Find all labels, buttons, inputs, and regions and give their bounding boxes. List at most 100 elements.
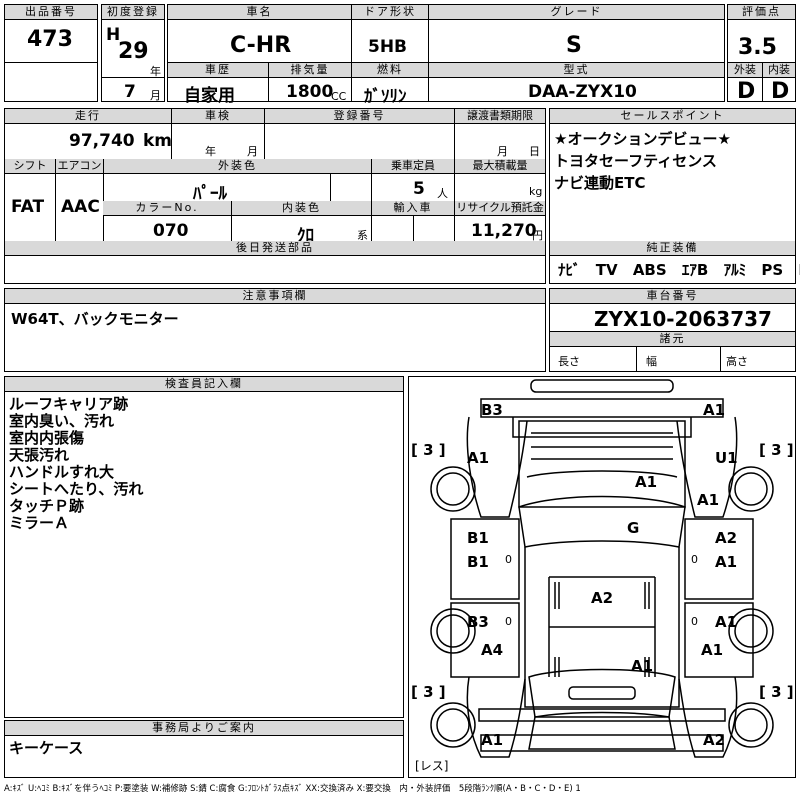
door-type: 5HB xyxy=(368,37,408,57)
displacement-label: 排気量 xyxy=(268,63,351,78)
interior-score: D xyxy=(771,79,790,104)
caution-label: 注意事項欄 xyxy=(5,289,545,304)
history-label: 車歴 xyxy=(168,63,268,78)
damage-mark: A1 xyxy=(715,553,738,571)
reg-year: 29 xyxy=(118,39,149,64)
caution-box: 注意事項欄 W64T、バックモニター xyxy=(4,288,546,372)
ext-color-label: 外装色 xyxy=(103,159,371,174)
damage-mark: A1 xyxy=(701,641,724,659)
interior-label: 内装 xyxy=(762,63,795,78)
inspector-note: ミラーＡ xyxy=(9,514,70,532)
displacement-unit: CC xyxy=(331,90,347,103)
equipment-item: TV xyxy=(595,261,618,279)
damage-mark: A1 xyxy=(715,613,738,631)
spec-box: 走行 車検 登録番号 譲渡書類期限 97,740 km 年 月 月 日 シフト … xyxy=(4,108,546,284)
damage-mark: B3 xyxy=(481,401,503,419)
car-name-label: 車名 xyxy=(168,5,351,20)
office-text: キーケース xyxy=(9,739,84,757)
inspector-label: 検査員記入欄 xyxy=(5,377,403,392)
spare-tire-note: [レス] xyxy=(415,759,449,773)
mileage-unit: km xyxy=(143,131,173,151)
int-color-unit: 系 xyxy=(357,229,368,242)
car-history: 自家用 xyxy=(184,86,235,106)
chassis-number: ZYX10-2063737 xyxy=(594,307,772,331)
spec-label: 諸元 xyxy=(550,332,795,347)
mileage: 97,740 xyxy=(69,131,135,151)
lot-number: 473 xyxy=(27,27,73,52)
reg-month: 7 xyxy=(124,82,136,102)
equipment-item: PS xyxy=(761,261,784,279)
handle-mark: 0 xyxy=(691,615,698,628)
first-registration-box: 初度登録 H 29 年 7 月 xyxy=(101,4,165,102)
door-label: ドア形状 xyxy=(351,5,428,20)
recycle-label: リサイクル預託金 xyxy=(454,201,545,216)
recycle-unit: 円 xyxy=(532,229,543,242)
model-code: DAA-ZYX10 xyxy=(528,82,637,102)
damage-mark: A1 xyxy=(703,401,726,419)
handle-mark: 0 xyxy=(505,553,512,566)
max-load-unit: kg xyxy=(529,185,543,198)
damage-mark: A1 xyxy=(697,491,720,509)
damage-mark: A1 xyxy=(631,657,654,675)
tire-bracket-rear-left: [ 3 ] xyxy=(411,683,446,701)
damage-mark: A1 xyxy=(481,731,504,749)
exterior-label: 外装 xyxy=(728,63,762,78)
exterior-score: D xyxy=(737,79,756,104)
score: 3.5 xyxy=(738,35,777,60)
first-reg-label: 初度登録 xyxy=(102,5,164,20)
displacement: 1800 xyxy=(286,82,334,102)
grade: S xyxy=(566,33,582,58)
mileage-label: 走行 xyxy=(5,109,171,124)
import-label: 輸入車 xyxy=(371,201,454,216)
shift: FAT xyxy=(11,197,45,217)
equipment-list: ﾅﾋﾞ TV ABS ｴｱB ｱﾙﾐ PS PW xyxy=(558,259,800,280)
office-label: 事務局よりご案内 xyxy=(5,721,403,736)
height-label: 高さ xyxy=(726,355,748,368)
inspector-note: 室内内張傷 xyxy=(9,429,85,447)
damage-mark: U1 xyxy=(715,449,738,467)
damage-mark: B3 xyxy=(467,613,489,631)
handle-mark: 0 xyxy=(691,553,698,566)
damage-mark: A2 xyxy=(703,731,726,749)
ext-color: ﾊﾟｰﾙ xyxy=(193,184,227,204)
shift-label: シフト xyxy=(5,159,55,174)
inspection-label: 車検 xyxy=(171,109,264,124)
sales-point-line: トヨタセーフティセンス xyxy=(554,152,717,170)
tire-bracket-front-right: [ 3 ] xyxy=(759,441,794,459)
equipment-item: ｴｱB xyxy=(681,261,709,279)
month-unit: 月 xyxy=(150,89,161,102)
score-box: 評価点 3.5 外装 内装 D D xyxy=(727,4,796,104)
inspector-note: シートへたり、汚れ xyxy=(9,480,144,498)
car-name: C-HR xyxy=(230,33,292,58)
damage-mark: A1 xyxy=(635,473,658,491)
transfer-day-unit: 日 xyxy=(529,145,540,158)
int-color-label: 内装色 xyxy=(231,201,371,216)
transfer-label: 譲渡書類期限 xyxy=(454,109,545,124)
chassis-box: 車台番号 ZYX10-2063737 諸元 長さ 幅 高さ xyxy=(549,288,796,372)
color-number: 070 xyxy=(153,221,189,241)
width-label: 幅 xyxy=(646,355,657,368)
length-label: 長さ xyxy=(558,355,580,368)
transfer-month-unit: 月 xyxy=(497,145,508,158)
damage-mark: A1 xyxy=(467,449,490,467)
damage-diagram: [ 3 ] [ 3 ] [ 3 ] [ 3 ] B3 A1 A1 U1 A1 A… xyxy=(408,376,796,778)
capacity: 5 xyxy=(413,179,425,199)
score-label: 評価点 xyxy=(728,5,795,20)
equipment-label: 純正装備 xyxy=(550,241,795,256)
car-name-box: 車名 ドア形状 グレード C-HR 5HB S 車歴 排気量 燃料 型式 自家用… xyxy=(167,4,725,107)
equipment-item: PW xyxy=(798,261,800,279)
inspection-year-unit: 年 xyxy=(205,145,216,158)
equipment-item: ｱﾙﾐ xyxy=(723,261,747,279)
color-no-label: カラーNo. xyxy=(103,201,231,216)
damage-mark: G xyxy=(627,519,640,537)
lot-number-label: 出品番号 xyxy=(5,5,97,20)
model-label: 型式 xyxy=(428,63,724,78)
equipment-item: ABS xyxy=(632,261,667,279)
inspector-note: タッチＰ跡 xyxy=(9,497,85,515)
grade-label: グレード xyxy=(428,5,724,20)
recycle-fee: 11,270 xyxy=(471,221,537,241)
later-parts-label: 後日発送部品 xyxy=(5,241,545,256)
damage-mark: A2 xyxy=(715,529,738,547)
tire-bracket-rear-right: [ 3 ] xyxy=(759,683,794,701)
office-box: 事務局よりご案内 キーケース xyxy=(4,720,404,778)
